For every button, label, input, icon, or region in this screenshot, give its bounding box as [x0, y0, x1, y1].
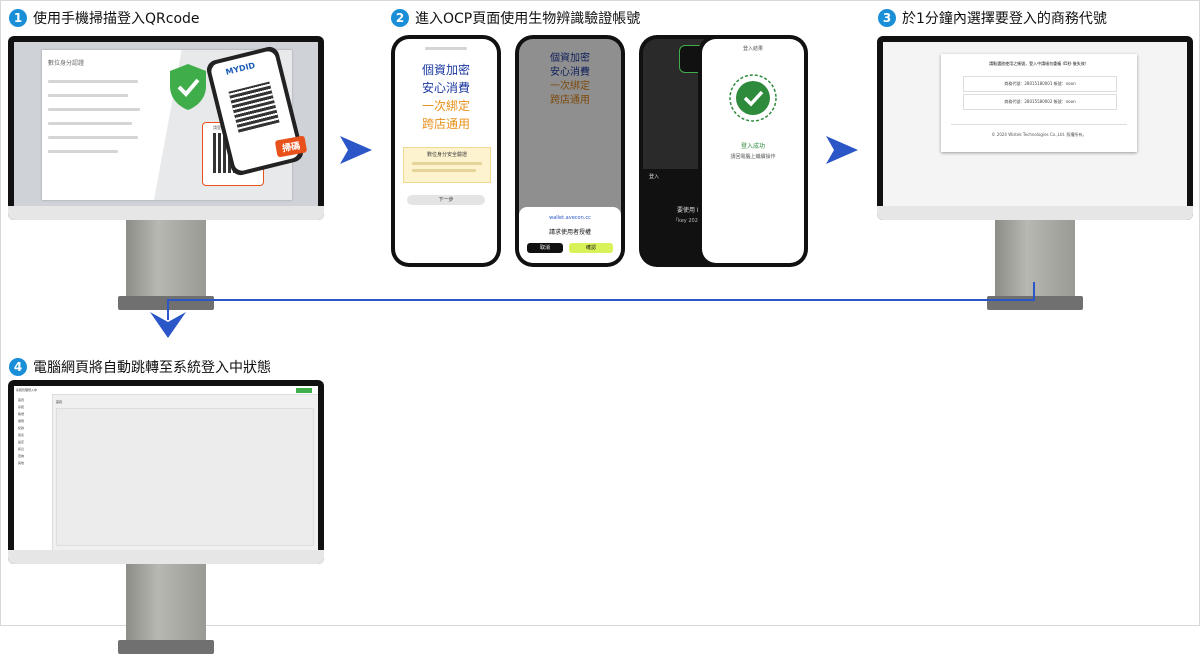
- phone-4-screen: 登入結果 登入成功 請回電腦上繼續操作: [702, 39, 804, 263]
- sidebar-item-6[interactable]: 報表: [18, 433, 25, 437]
- login-label: 登入: [649, 174, 660, 180]
- step-number-4: 4: [9, 358, 27, 376]
- dialog-text: 請求使用者授權: [548, 229, 591, 236]
- slogan-line-4: 跨店通用: [421, 117, 470, 131]
- content-area: [56, 408, 314, 546]
- system-topbar: [52, 386, 318, 395]
- step-number-3: 3: [878, 9, 896, 27]
- monitor-base: [118, 640, 214, 654]
- phone-header-line: [425, 47, 467, 50]
- step-number-2: 2: [391, 9, 409, 27]
- step-2-label: 2 進入OCP頁面使用生物辨識驗證帳號: [391, 8, 640, 28]
- security-card-title: 數位身分安全驗證: [426, 152, 467, 158]
- account-select-title: 請點選欲使用之帳號，登入中請絕勿重複 45秒 後失效！: [989, 61, 1089, 66]
- mydid-brand: MYDID: [224, 60, 257, 77]
- monitor-stand: [126, 220, 206, 308]
- step-text-3: 於1分鐘內選擇要登入的商務代號: [902, 11, 1107, 27]
- instruction-line: [48, 136, 138, 139]
- faceid-text: 要使用 Face ID: [677, 207, 719, 214]
- shield-check-icon: [170, 64, 206, 110]
- monitor-screen: 系統管理登入中 首頁 系統 帳號 權限 紀錄 報表 設定 訊息 查詢 其他 首頁: [14, 386, 318, 550]
- phone-1-screen: 個資加密 安心消費 一次綁定 跨店通用 數位身分安全驗證 下一步: [395, 39, 497, 263]
- monitor-chin: [877, 206, 1193, 220]
- phone-qr-code-icon: [228, 81, 280, 133]
- phone-4: 登入結果 登入成功 請回電腦上繼續操作: [698, 35, 808, 267]
- step-1-label: 1 使用手機掃描登入QRcode: [9, 8, 200, 28]
- instruction-line: [48, 150, 118, 153]
- system-sidebar: 系統管理登入中 首頁 系統 帳號 權限 紀錄 報表 設定 訊息 查詢 其他: [14, 386, 53, 550]
- sidebar-item-10[interactable]: 其他: [18, 461, 25, 465]
- monitor-screen: 請點選欲使用之帳號，登入中請絕勿重複 45秒 後失效！ 商務代號：2801518…: [883, 42, 1187, 206]
- account-option-1[interactable]: 商務代號：28015180001 帳號：noon: [963, 76, 1117, 92]
- phone-4-header: 登入結果: [742, 46, 763, 52]
- instruction-line: [48, 122, 132, 125]
- dialog-url: wallet.avecon.cc: [549, 215, 591, 221]
- sidebar-item-9[interactable]: 查詢: [18, 454, 25, 458]
- sidebar-item-2[interactable]: 系統: [18, 405, 25, 409]
- sidebar-item-8[interactable]: 訊息: [18, 447, 25, 451]
- phone-1: 個資加密 安心消費 一次綁定 跨店通用 數位身分安全驗證 下一步: [391, 35, 501, 267]
- sidebar-item-1[interactable]: 首頁: [18, 398, 25, 402]
- user-button[interactable]: [296, 388, 312, 393]
- slogan-line-3: 一次綁定: [550, 81, 590, 92]
- monitor-stand: [126, 564, 206, 652]
- sidebar-item-7[interactable]: 設定: [18, 440, 25, 444]
- next-button[interactable]: 下一步: [407, 195, 485, 205]
- step-3-label: 3 於1分鐘內選擇要登入的商務代號: [878, 8, 1107, 28]
- cancel-button[interactable]: 取消: [527, 243, 563, 253]
- faceid-snippet: 「key 2024.0: [673, 218, 706, 224]
- account-select-panel: 請點選欲使用之帳號，登入中請絕勿重複 45秒 後失效！ 商務代號：2801518…: [941, 54, 1137, 152]
- step-text-1: 使用手機掃描登入QRcode: [33, 11, 200, 27]
- system-title: 系統管理登入中: [16, 388, 38, 392]
- success-subtext: 請回電腦上繼續操作: [730, 154, 776, 160]
- footer-copyright: © 2024 Wistek Technologies Co.,Ltd. 版權所有…: [991, 132, 1087, 137]
- monitor-screen: 數位身分認證 請登錄/掃碼登入 MYDID 掃碼: [14, 42, 318, 206]
- step-text-4: 電腦網頁將自動跳轉至系統登入中狀態: [33, 360, 271, 376]
- instruction-line: [48, 108, 140, 111]
- instruction-line: [48, 80, 138, 83]
- flow-connector: [150, 282, 1035, 338]
- sidebar-item-3[interactable]: 帳號: [18, 412, 25, 416]
- phone-2: 個資加密 安心消費 一次綁定 跨店通用 wallet.avecon.cc 請求使…: [515, 35, 625, 267]
- instruction-line: [48, 94, 128, 97]
- confirm-button[interactable]: 確認: [569, 243, 613, 253]
- step-number-1: 1: [9, 9, 27, 27]
- arrow-right-icon: [826, 136, 858, 164]
- monitor-chin: [8, 550, 324, 564]
- step-text-2: 進入OCP頁面使用生物辨識驗證帳號: [415, 11, 641, 27]
- monitor-chin: [8, 206, 324, 220]
- slogan-line-4: 跨店通用: [550, 95, 590, 106]
- slogan-line-2: 安心消費: [421, 81, 470, 95]
- security-card-line: [412, 169, 476, 172]
- slogan-line-1: 個資加密: [421, 63, 470, 77]
- slogan-line-3: 一次綁定: [421, 99, 470, 113]
- step-4-label: 4 電腦網頁將自動跳轉至系統登入中狀態: [9, 357, 271, 377]
- success-text: 登入成功: [740, 143, 765, 150]
- success-check-icon: [729, 74, 777, 122]
- slogan-line-2: 安心消費: [550, 67, 590, 78]
- auth-dialog: wallet.avecon.cc 請求使用者授權 取消 確認: [519, 207, 621, 263]
- panel-divider: [951, 124, 1127, 125]
- page-title: 數位身分認證: [48, 60, 85, 67]
- slogan-line-1: 個資加密: [550, 53, 590, 64]
- sidebar-item-4[interactable]: 權限: [18, 419, 25, 423]
- instruction-lines: [48, 72, 148, 162]
- security-card-line: [412, 162, 482, 165]
- tab-home[interactable]: 首頁: [56, 400, 63, 404]
- security-card: 數位身分安全驗證: [403, 147, 491, 183]
- account-option-2[interactable]: 商務代號：28015580002 帳號：noon: [963, 94, 1117, 110]
- phone-2-screen: 個資加密 安心消費 一次綁定 跨店通用 wallet.avecon.cc 請求使…: [519, 39, 621, 263]
- arrow-right-icon: [340, 136, 372, 164]
- sidebar-item-5[interactable]: 紀錄: [18, 426, 25, 430]
